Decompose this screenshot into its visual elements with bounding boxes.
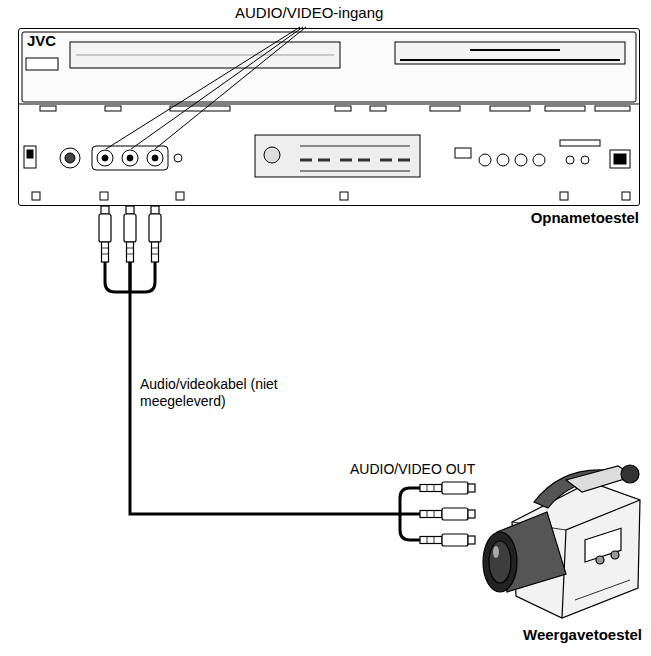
cable-label: Audio/videokabel (niet meegeleverd) <box>140 376 290 410</box>
brand-logo: JVC <box>27 32 56 50</box>
recorder-drawing <box>18 32 640 200</box>
recorder-box: JVCOpnametoestel <box>18 28 640 206</box>
camcorder-drawing <box>483 465 640 618</box>
connector-label: AUDIO/VIDEO-ingang <box>235 4 383 22</box>
device-name: Weergavetoestel <box>523 626 642 644</box>
device-name: Opnametoestel <box>531 209 639 227</box>
leader-line <box>106 27 306 149</box>
connector-label: AUDIO/VIDEO OUT <box>350 461 475 478</box>
rca-plugs-bottom <box>400 482 475 546</box>
rca-plugs-top <box>99 206 161 292</box>
camcorder-box: Weergavetoestel <box>470 470 646 650</box>
